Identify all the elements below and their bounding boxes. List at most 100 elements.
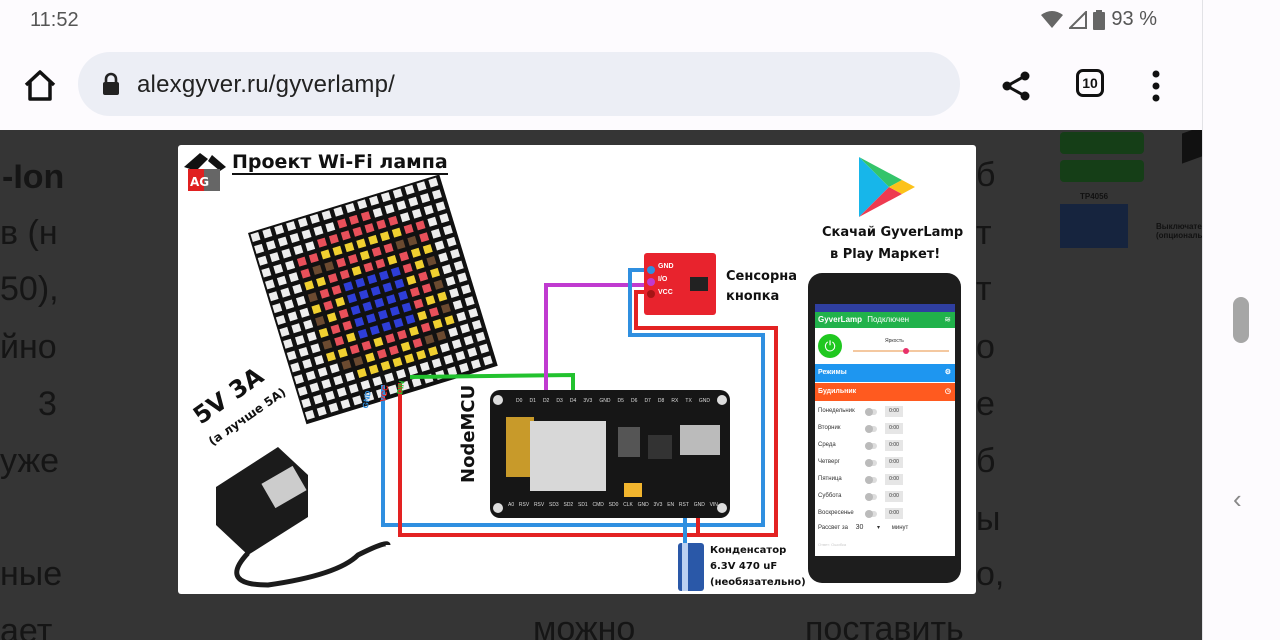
address-bar[interactable]: alexgyver.ru/gyverlamp/	[78, 52, 960, 116]
led-pixel	[416, 349, 427, 360]
led-pixel	[357, 328, 368, 339]
url-text[interactable]: alexgyver.ru/gyverlamp/	[137, 71, 396, 98]
led-pixel	[442, 225, 453, 236]
led-pixel	[401, 302, 412, 313]
dawn-setting: Рассвет за 30 ▾ минут	[818, 524, 908, 531]
home-icon[interactable]	[20, 66, 60, 106]
led-pixel	[393, 317, 404, 328]
power-toggle-icon: ⏻	[818, 334, 842, 358]
pin-label: GND	[658, 263, 674, 270]
toggle-knob	[865, 459, 873, 467]
led-pixel	[338, 308, 349, 319]
capacitor	[678, 543, 704, 591]
led-pixel	[392, 357, 403, 368]
led-pixel	[411, 208, 422, 219]
led-pixel	[428, 346, 439, 357]
led-pixel	[432, 318, 443, 329]
led-pixel	[322, 339, 333, 350]
led-pixel	[437, 291, 448, 302]
toggle-knob	[865, 442, 873, 450]
led-pixel	[431, 228, 442, 239]
day-toggle	[865, 425, 877, 433]
app-name: GyverLamp	[818, 315, 863, 324]
background-schematic-thumbnail: TP4056 Выключатель (опциональн	[1058, 130, 1202, 255]
led-pixel	[296, 256, 307, 267]
led-pixel	[337, 218, 348, 229]
io-wire	[544, 283, 648, 400]
led-pixel	[375, 258, 386, 269]
led-pixel	[348, 254, 358, 265]
led-pixel	[360, 211, 371, 222]
led-pixel	[388, 345, 399, 356]
led-pixel	[396, 200, 407, 211]
led-pixel	[419, 361, 430, 372]
mcu-pin-label: GND	[599, 398, 611, 404]
mcu-pin-label: 3V3	[717, 398, 726, 404]
back-gesture-icon[interactable]: ‹	[1233, 484, 1242, 514]
led-pixel	[277, 236, 288, 247]
capacitor-label: Конденсатор	[710, 545, 787, 556]
right-edge-panel: ‹	[1202, 0, 1280, 640]
led-pixel	[369, 195, 380, 206]
bg-text-line: б	[976, 442, 996, 480]
nodemcu-board	[490, 390, 730, 518]
led-pixel	[397, 329, 408, 340]
led-pixel	[324, 390, 335, 401]
led-pixel	[343, 281, 354, 292]
toggle-knob	[865, 408, 873, 416]
power-adapter	[216, 447, 391, 588]
led-pixel	[356, 368, 367, 379]
bg-text-line: о	[976, 328, 995, 366]
modes-bar: Режимы⚙	[815, 364, 955, 382]
share-icon[interactable]	[998, 68, 1034, 104]
led-pixel	[420, 193, 431, 204]
led-pixel	[404, 353, 415, 364]
led-pixel	[315, 315, 326, 326]
mcu-pin-label: GND	[693, 502, 705, 508]
bg-text-line: ы	[976, 500, 1001, 538]
lightbox-image[interactable]: Проект Wi-Fi лампа AG 5V 3A (а лучше 5А)…	[178, 145, 976, 594]
mcu-pin-label: A0	[508, 502, 515, 508]
led-pixel	[295, 295, 306, 306]
led-pixel	[301, 398, 312, 408]
led-pixel	[304, 409, 315, 420]
led-pixel	[261, 267, 272, 278]
led-pixel	[348, 214, 359, 225]
bg-text-line: -Ion	[2, 158, 65, 196]
mcu-pin-label: CMD	[592, 502, 604, 508]
led-matrix-thumbnail	[1182, 130, 1202, 164]
day-toggle	[865, 442, 877, 450]
led-pixel	[400, 212, 411, 223]
more-menu-icon[interactable]	[1146, 68, 1166, 104]
led-pixel	[423, 204, 434, 215]
led-pixel	[431, 189, 442, 200]
led-pixel	[443, 354, 454, 365]
brightness-slider	[853, 350, 949, 352]
switch-note: (опциональн	[1156, 231, 1202, 240]
gnd-wire	[381, 268, 765, 527]
day-time: 0:00	[885, 440, 903, 451]
led-pixel	[334, 336, 345, 347]
day-toggle	[865, 459, 877, 467]
led-pixel	[336, 257, 347, 268]
scrollbar-thumb[interactable]	[1233, 297, 1249, 343]
mcu-pin-label: RX	[671, 398, 679, 404]
led-pixel	[328, 402, 339, 413]
led-pixel	[299, 307, 310, 318]
led-pixel	[349, 344, 360, 355]
led-pixel	[376, 219, 387, 230]
logo-icon	[184, 153, 226, 191]
led-pixel	[313, 225, 324, 236]
led-pixel	[386, 294, 397, 305]
led-pixel	[337, 347, 348, 358]
phone-app-screen: GyverLamp Подключен ≋ ⏻ Яркость Режимы⚙ …	[815, 304, 955, 556]
led-pixel	[380, 360, 391, 371]
day-time: 0:00	[885, 474, 903, 485]
tab-switcher-button[interactable]: 10	[1076, 69, 1104, 97]
led-pixel	[301, 229, 312, 240]
led-pixel	[351, 265, 362, 276]
